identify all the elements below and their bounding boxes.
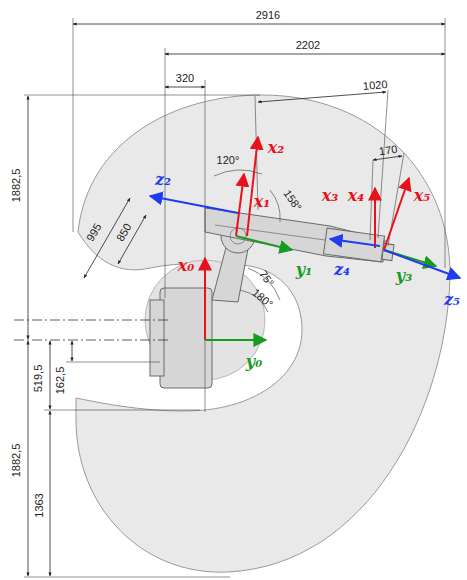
angle-label: 180° <box>250 286 275 309</box>
angle-label: 158° <box>281 188 303 213</box>
dimension-label: 1363 <box>33 493 44 517</box>
dimension-label: 1020 <box>362 78 387 91</box>
dimension-label: 170 <box>378 143 398 156</box>
frame-axis-label: x₅ <box>414 188 431 204</box>
angle-label: 120° <box>217 155 240 166</box>
frame-axis-label: z₂ <box>155 172 171 188</box>
dimension-label: 2202 <box>296 40 320 51</box>
dimension-label: 320 <box>176 73 194 84</box>
frame-axis-label: x₁ <box>254 194 271 210</box>
dimension-label: 2916 <box>256 10 280 21</box>
frame-axis-label: z₅ <box>444 292 460 308</box>
frame-axis-label: x₃ <box>322 188 339 204</box>
frame-axis-label: z₄ <box>334 262 350 278</box>
dimension-label: 519,5 <box>34 364 45 392</box>
frame-axis-label: y₁ <box>296 262 312 278</box>
dimension-label: 1882,5 <box>12 168 23 202</box>
dimension-label: 850 <box>115 221 134 242</box>
dimension-label: 162,5 <box>56 366 67 394</box>
frame-axis-label: x₂ <box>268 140 285 156</box>
frame-axis-label: x₀ <box>178 258 195 274</box>
frame-axis-label: y₀ <box>246 354 262 370</box>
dimension-label: 1882,5 <box>12 443 23 477</box>
dimension-label: 995 <box>85 221 104 242</box>
angle-label: 75° <box>257 268 276 288</box>
frame-axis-label: x₄ <box>348 188 365 204</box>
frame-axis-label: y₃ <box>396 268 412 284</box>
